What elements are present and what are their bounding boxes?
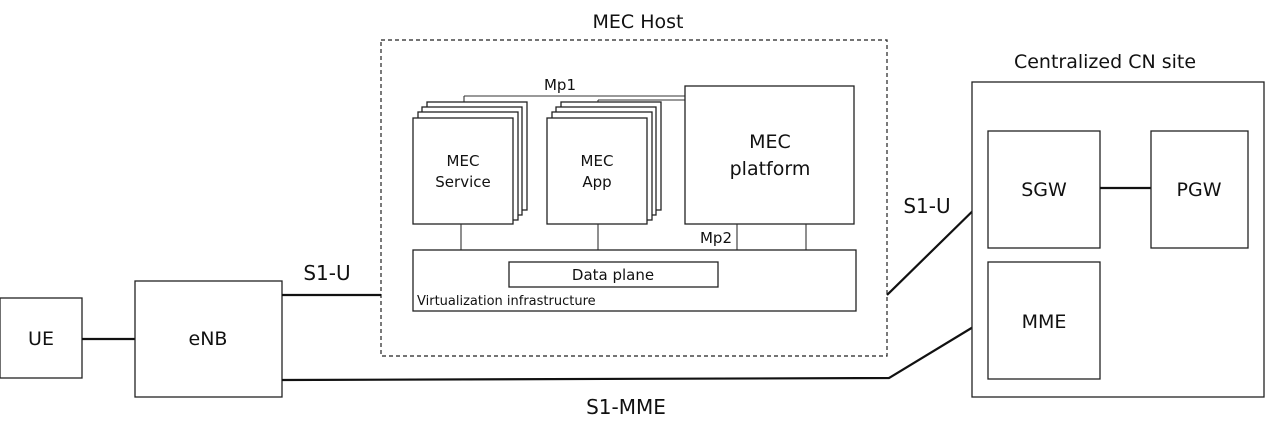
pgw-label: PGW bbox=[1177, 179, 1222, 201]
enb-label: eNB bbox=[189, 328, 228, 350]
mec-platform-box[interactable] bbox=[684, 85, 855, 225]
cn-site-title: Centralized CN site bbox=[1014, 51, 1196, 73]
sgw-box[interactable] bbox=[987, 130, 1101, 249]
mec-platform-line1: MEC bbox=[749, 131, 791, 153]
mec-app-line1: MEC bbox=[581, 152, 614, 170]
virtualization-label: Virtualization infrastructure bbox=[417, 294, 596, 309]
mec-service-line2: Service bbox=[435, 173, 490, 191]
mec-service-line1: MEC bbox=[447, 152, 480, 170]
ue-label: UE bbox=[28, 328, 54, 350]
s1mme-label: S1-MME bbox=[586, 395, 666, 419]
enb-box[interactable] bbox=[134, 280, 283, 398]
mec-service-box[interactable] bbox=[412, 117, 514, 225]
pgw-box[interactable] bbox=[1150, 130, 1249, 249]
sgw-label: SGW bbox=[1021, 179, 1067, 201]
mec-app-line2: App bbox=[582, 173, 611, 191]
data-plane-label: Data plane bbox=[572, 266, 654, 284]
mec-host-title: MEC Host bbox=[593, 11, 684, 33]
mp2-label: Mp2 bbox=[700, 229, 732, 247]
s1mme-link bbox=[281, 317, 989, 382]
mec-app-box[interactable] bbox=[546, 117, 648, 225]
mec-host-container bbox=[380, 39, 888, 357]
mec-platform-line2: platform bbox=[730, 158, 811, 180]
mme-box[interactable] bbox=[987, 261, 1101, 380]
s1u-right-label: S1-U bbox=[903, 194, 950, 218]
s1u-right-link bbox=[886, 195, 989, 296]
s1u-left-label: S1-U bbox=[303, 261, 350, 285]
mp1-label: Mp1 bbox=[544, 76, 576, 94]
mme-label: MME bbox=[1022, 311, 1067, 333]
data-plane-box[interactable] bbox=[508, 261, 719, 288]
